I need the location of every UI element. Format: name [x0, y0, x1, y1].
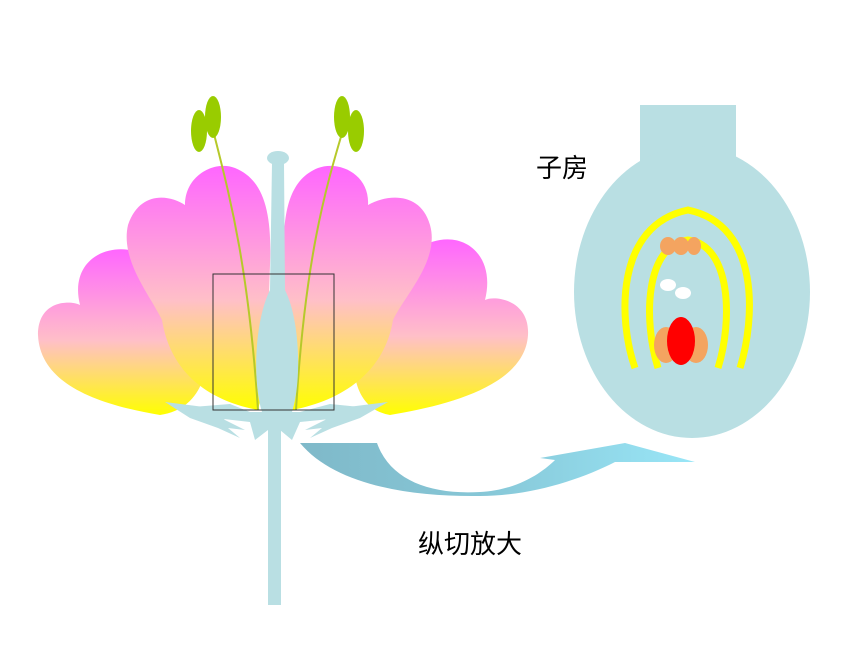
pistil	[256, 163, 299, 412]
zoom-arrow	[300, 443, 695, 497]
anther-right-b	[348, 110, 364, 152]
sepal-right	[305, 402, 388, 438]
anther-left-a	[191, 110, 207, 152]
stem	[268, 420, 281, 605]
polar-nucleus-a	[660, 279, 676, 291]
petal-inner-left	[126, 165, 271, 410]
anther-right-a	[334, 96, 350, 138]
stigma	[267, 151, 289, 165]
polar-nucleus-b	[675, 287, 691, 299]
zoom-box	[212, 273, 335, 411]
integument-inner	[646, 236, 730, 370]
sepal-left	[165, 402, 245, 438]
egg-cell	[667, 317, 695, 365]
integument-outer	[621, 206, 753, 370]
antipodal-cell-c	[687, 237, 701, 255]
label-ovary: 子房	[536, 154, 589, 184]
petal-inner-right	[283, 165, 432, 410]
filament-left	[212, 129, 259, 411]
antipodal-cell-a	[660, 237, 676, 255]
ovary-wall	[574, 146, 810, 438]
filament-right	[295, 129, 344, 411]
antipodal-cell-b	[673, 237, 689, 255]
anther-left-b	[205, 96, 221, 138]
receptacle	[165, 402, 385, 440]
label-section: 纵切放大	[418, 530, 523, 560]
